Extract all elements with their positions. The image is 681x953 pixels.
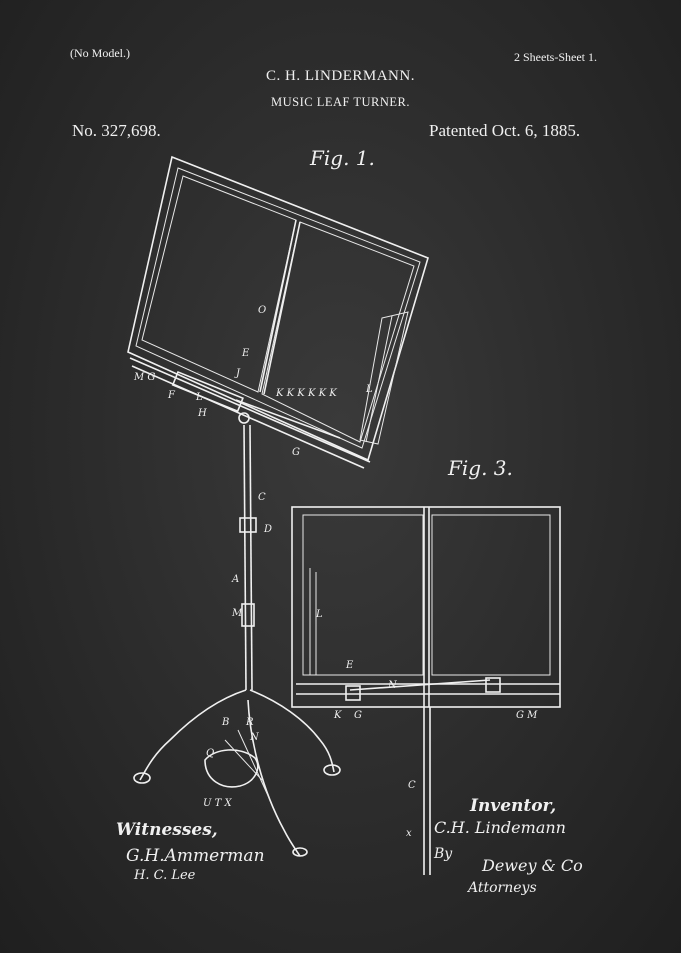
witnesses-label: Witnesses, [116, 820, 218, 840]
fig3-label-n: N [387, 680, 398, 691]
inventor-signature: C.H. Lindemann [434, 818, 566, 837]
sheet-count: 2 Sheets-Sheet 1. [514, 50, 597, 64]
label-o: O [258, 305, 266, 316]
label-k: K K K K K K [275, 388, 337, 399]
label-n: N [249, 732, 260, 743]
patent-date: Patented Oct. 6, 1885. [429, 121, 581, 140]
label-h: H [197, 408, 207, 419]
label-utx: U T X [203, 798, 232, 809]
attorneys-label: Attorneys [468, 880, 537, 896]
inventor-label: Inventor, [470, 796, 557, 816]
fig3-label-e: E [345, 660, 354, 671]
fig3-label-g: G [354, 710, 362, 721]
no-model-note: (No Model.) [70, 46, 130, 60]
witness-signature-2: H. C. Lee [134, 868, 196, 883]
fig3-label-gm: G M [516, 710, 538, 721]
fig3-label-k: K [333, 710, 342, 721]
fig3-label-c: C [408, 780, 416, 791]
label-q: Q [206, 748, 214, 759]
label-ll: L [365, 384, 373, 395]
label-g: G [292, 447, 300, 458]
label-r: R [245, 717, 254, 728]
fig3-label-l: L [315, 609, 323, 620]
by-label: By [434, 846, 453, 862]
inventor-title: C. H. LINDERMANN. [266, 68, 415, 84]
attorney-signature: Dewey & Co [482, 856, 583, 875]
fig3-music-rack [291, 506, 561, 875]
label-l: L [195, 392, 203, 403]
patent-number: No. 327,698. [72, 121, 161, 140]
witness-signature-1: G.H.Ammerman [126, 846, 265, 866]
invention-title: MUSIC LEAF TURNER. [271, 95, 410, 109]
label-b: B [221, 717, 229, 728]
fig1-music-stand [127, 155, 429, 857]
fig1-label: Fig. 1. [310, 146, 375, 170]
fig3-label-x: x [406, 828, 412, 839]
label-a: A [231, 574, 239, 585]
label-c: C [258, 492, 266, 503]
label-mg: M G [133, 372, 155, 383]
label-e: E [241, 348, 250, 359]
label-d: D [263, 524, 272, 535]
label-f: F [167, 390, 176, 401]
label-j: J [234, 368, 241, 379]
fig3-label: Fig. 3. [448, 456, 513, 480]
label-m: M [231, 608, 243, 619]
